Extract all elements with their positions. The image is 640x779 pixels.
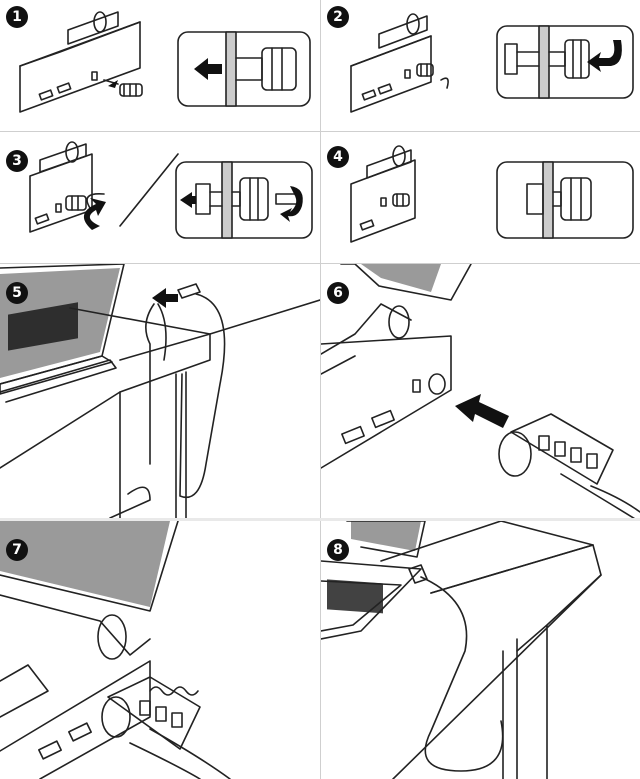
step-number-badge: 4 xyxy=(327,146,349,168)
step-number-badge: 6 xyxy=(327,282,349,304)
row-divider xyxy=(0,518,640,521)
step-7-illustration xyxy=(0,521,231,779)
step-4-panel: 4 xyxy=(321,132,640,263)
step-4-illustration xyxy=(350,145,634,243)
rotate-arrow-icon xyxy=(280,186,303,222)
arrow-icon xyxy=(152,288,178,308)
step-3-illustration xyxy=(29,141,313,239)
step-8-illustration xyxy=(321,521,602,779)
arrow-icon xyxy=(180,192,196,208)
step-5-illustration xyxy=(0,264,320,518)
step-7-panel: 7 xyxy=(0,521,320,779)
arrow-icon xyxy=(108,80,118,88)
step-number-badge: 2 xyxy=(327,6,349,28)
laptop-screen xyxy=(0,521,170,607)
step-number-badge: 5 xyxy=(6,282,28,304)
step-number-badge: 3 xyxy=(6,150,28,172)
rotate-arrow-icon xyxy=(83,198,106,230)
laptop-screen xyxy=(361,264,441,292)
step-number-badge: 7 xyxy=(6,539,28,561)
step-number-badge: 1 xyxy=(6,6,28,28)
step-2-panel: 2 xyxy=(321,0,640,131)
step-6-illustration xyxy=(321,264,640,518)
step-8-panel: 8 xyxy=(321,521,640,779)
step-2-illustration xyxy=(350,13,634,113)
row-divider xyxy=(0,131,640,132)
step-3-panel: 3 xyxy=(0,132,320,263)
step-number-badge: 8 xyxy=(327,539,349,561)
laptop-screen xyxy=(351,521,421,551)
step-6-panel: 6 xyxy=(321,264,640,518)
arrow-icon xyxy=(194,58,222,80)
arrow-icon xyxy=(587,40,622,72)
step-1-panel: 1 xyxy=(0,0,320,131)
column-divider xyxy=(320,0,321,779)
laptop-keyboard xyxy=(8,302,78,351)
arrow-icon xyxy=(455,394,509,428)
step-5-panel: 5 xyxy=(0,264,320,518)
step-1-illustration xyxy=(19,11,311,113)
row-divider xyxy=(0,263,640,264)
laptop-keyboard xyxy=(327,579,383,614)
